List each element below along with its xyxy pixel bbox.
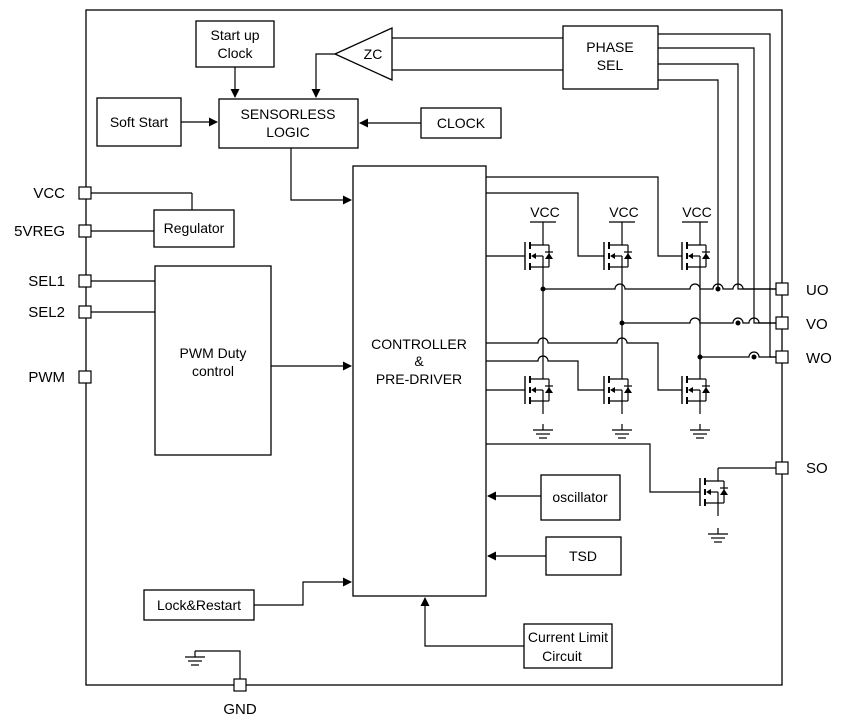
left-pins: VCC 5VREG SEL1 SEL2 PWM [14,185,193,386]
right-pins: UO VO WO SO [775,282,832,477]
so-output-stage [486,443,776,543]
pwm-pin-label: PWM [28,369,65,386]
current-limit-block: Current Limit Circuit [523,623,613,669]
lock-restart-label: Lock&Restart [157,597,241,613]
zc-label: ZC [364,46,383,62]
half-bridge-u: VCC [486,204,560,439]
regulator-block: Regulator [153,209,235,248]
pwm-pin [78,370,92,384]
pwm-duty-label-2: control [192,363,234,379]
soft-start-label: Soft Start [110,114,168,130]
tsd-label: TSD [569,548,597,564]
current-limit-label-2: Circuit [542,648,582,664]
gnd-pin [233,678,247,692]
sensorless-logic-block: SENSORLESS LOGIC [218,98,359,149]
uo-pin [775,282,789,296]
vo-pin [775,316,789,330]
controller-label-3: PRE-DRIVER [376,371,462,387]
regulator-label: Regulator [164,220,225,236]
pwm-duty-label-1: PWM Duty [180,345,247,361]
tsd-block: TSD [545,536,622,576]
wo-pin-label: WO [806,350,832,367]
phase-sel-label-1: PHASE [586,39,633,55]
half-bridge-w: VCC [486,176,712,439]
startup-clock-label-2: Clock [217,45,253,61]
so-pin-label: SO [806,460,828,477]
output-buses [540,283,776,360]
gnd-pin-group: GND [184,650,257,718]
clock-label: CLOCK [437,115,486,131]
phase-sel-label-2: SEL [597,57,624,73]
vcc-pin [78,186,92,200]
sensorless-logic-label-2: LOGIC [266,124,310,140]
control-wires [181,37,563,647]
oscillator-block: oscillator [540,474,621,521]
wo-pin [775,350,789,364]
clock-block: CLOCK [420,107,502,139]
half-bridge-v: VCC [486,192,639,439]
vo-pin-label: VO [806,316,828,333]
5vreg-pin-label: 5VREG [14,223,65,240]
vcc-label-w: VCC [682,204,712,220]
sel2-pin-label: SEL2 [28,304,65,321]
soft-start-block: Soft Start [96,97,182,147]
vcc-label-u: VCC [530,204,560,220]
startup-clock-label-1: Start up [210,27,259,43]
uo-pin-label: UO [806,282,829,299]
current-limit-label-1: Current Limit [528,629,608,645]
controller-label-1: CONTROLLER [371,336,467,352]
sel1-pin-label: SEL1 [28,273,65,290]
startup-clock-block: Start up Clock [195,20,275,68]
phase-sel-block: PHASE SEL [562,25,659,90]
pwm-duty-block: PWM Duty control [154,265,272,456]
so-pin [775,461,789,475]
sel2-pin [78,305,92,319]
oscillator-label: oscillator [552,489,608,505]
sel1-pin [78,274,92,288]
vcc-pin-label: VCC [33,185,65,202]
gnd-pin-label: GND [223,701,257,718]
controller-label-2: & [414,353,424,369]
5vreg-pin [78,224,92,238]
vcc-label-v: VCC [609,204,639,220]
lock-restart-block: Lock&Restart [143,589,255,621]
sensorless-logic-label-1: SENSORLESS [241,106,336,122]
zc-comparator: ZC [333,26,393,82]
controller-block: CONTROLLER & PRE-DRIVER [352,165,487,597]
